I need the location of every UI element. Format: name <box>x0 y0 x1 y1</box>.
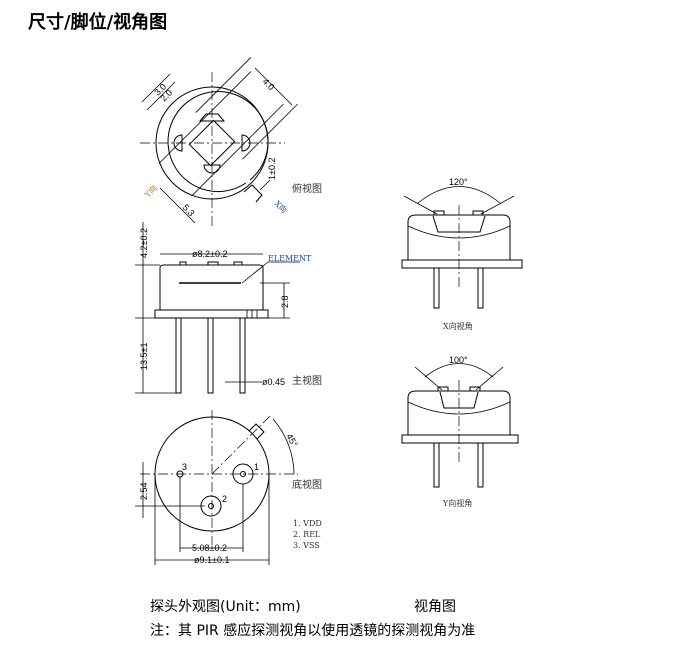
pin-1-number: 1 <box>254 462 259 472</box>
pinout-vdd: 1. VDD <box>293 519 322 528</box>
element-label: ELEMENT <box>268 254 312 263</box>
dim-5-3: 5.3 <box>181 202 197 218</box>
appearance-caption: 探头外观图(Unit：mm) <box>150 599 301 615</box>
dim-height-top: 4.2±0.2 <box>139 228 149 258</box>
y-view-angle-value: 100° <box>449 355 468 365</box>
bottom-view-label: 底视图 <box>292 478 322 491</box>
note-caption: 注：其 PIR 感应探测视角以使用透镜的探测视角为准 <box>150 623 476 639</box>
front-view: 4.2±0.2 ø8.2±0.2 ELEMENT 2.8 13.5±1 ø0.4… <box>135 222 322 394</box>
page-title: 尺寸/脚位/视角图 <box>28 12 168 33</box>
dim-angle: 45° <box>284 432 300 449</box>
top-view: 3.0 2.0 4.0 1±0.2 5.3 Y向 X向 俯视图 <box>140 57 322 228</box>
dim-1-0: 1±0.2 <box>267 158 277 180</box>
pinout-vss: 3. VSS <box>293 541 320 550</box>
view-angle-caption: 视角图 <box>414 599 456 615</box>
pin-2-number: 2 <box>222 494 227 504</box>
y-view-label: Y向视角 <box>442 498 472 508</box>
pinout-rel: 2. REL <box>293 530 321 539</box>
x-view-angle: 120° X向视角 <box>401 177 523 331</box>
dim-4-0: 4.0 <box>261 76 277 92</box>
dim-pin-spacing: 5.08±0.2 <box>192 543 227 553</box>
pin-3-number: 3 <box>182 462 187 472</box>
dim-pin-length: 13.5±1 <box>139 343 149 370</box>
bottom-view: 3 1 2 45° 2.54 5.08±0.2 ø9.1±0.1 底视图 1. … <box>135 410 322 565</box>
x-view-label: X向视角 <box>443 321 473 331</box>
dim-pin-offset: 2.54 <box>139 482 149 500</box>
x-direction-label: X向 <box>273 198 290 215</box>
dim-element-height: 2.8 <box>280 295 290 308</box>
dim-pin-diameter: ø0.45 <box>262 377 285 387</box>
top-view-label: 俯视图 <box>292 182 322 195</box>
dim-bottom-diameter: ø9.1±0.1 <box>194 555 229 565</box>
x-view-angle-value: 120° <box>449 177 468 187</box>
y-view-angle: 100° Y向视角 <box>401 355 519 508</box>
y-direction-label: Y向 <box>142 183 159 200</box>
front-view-label: 主视图 <box>292 374 322 387</box>
dim-diameter: ø8.2±0.2 <box>192 249 227 259</box>
